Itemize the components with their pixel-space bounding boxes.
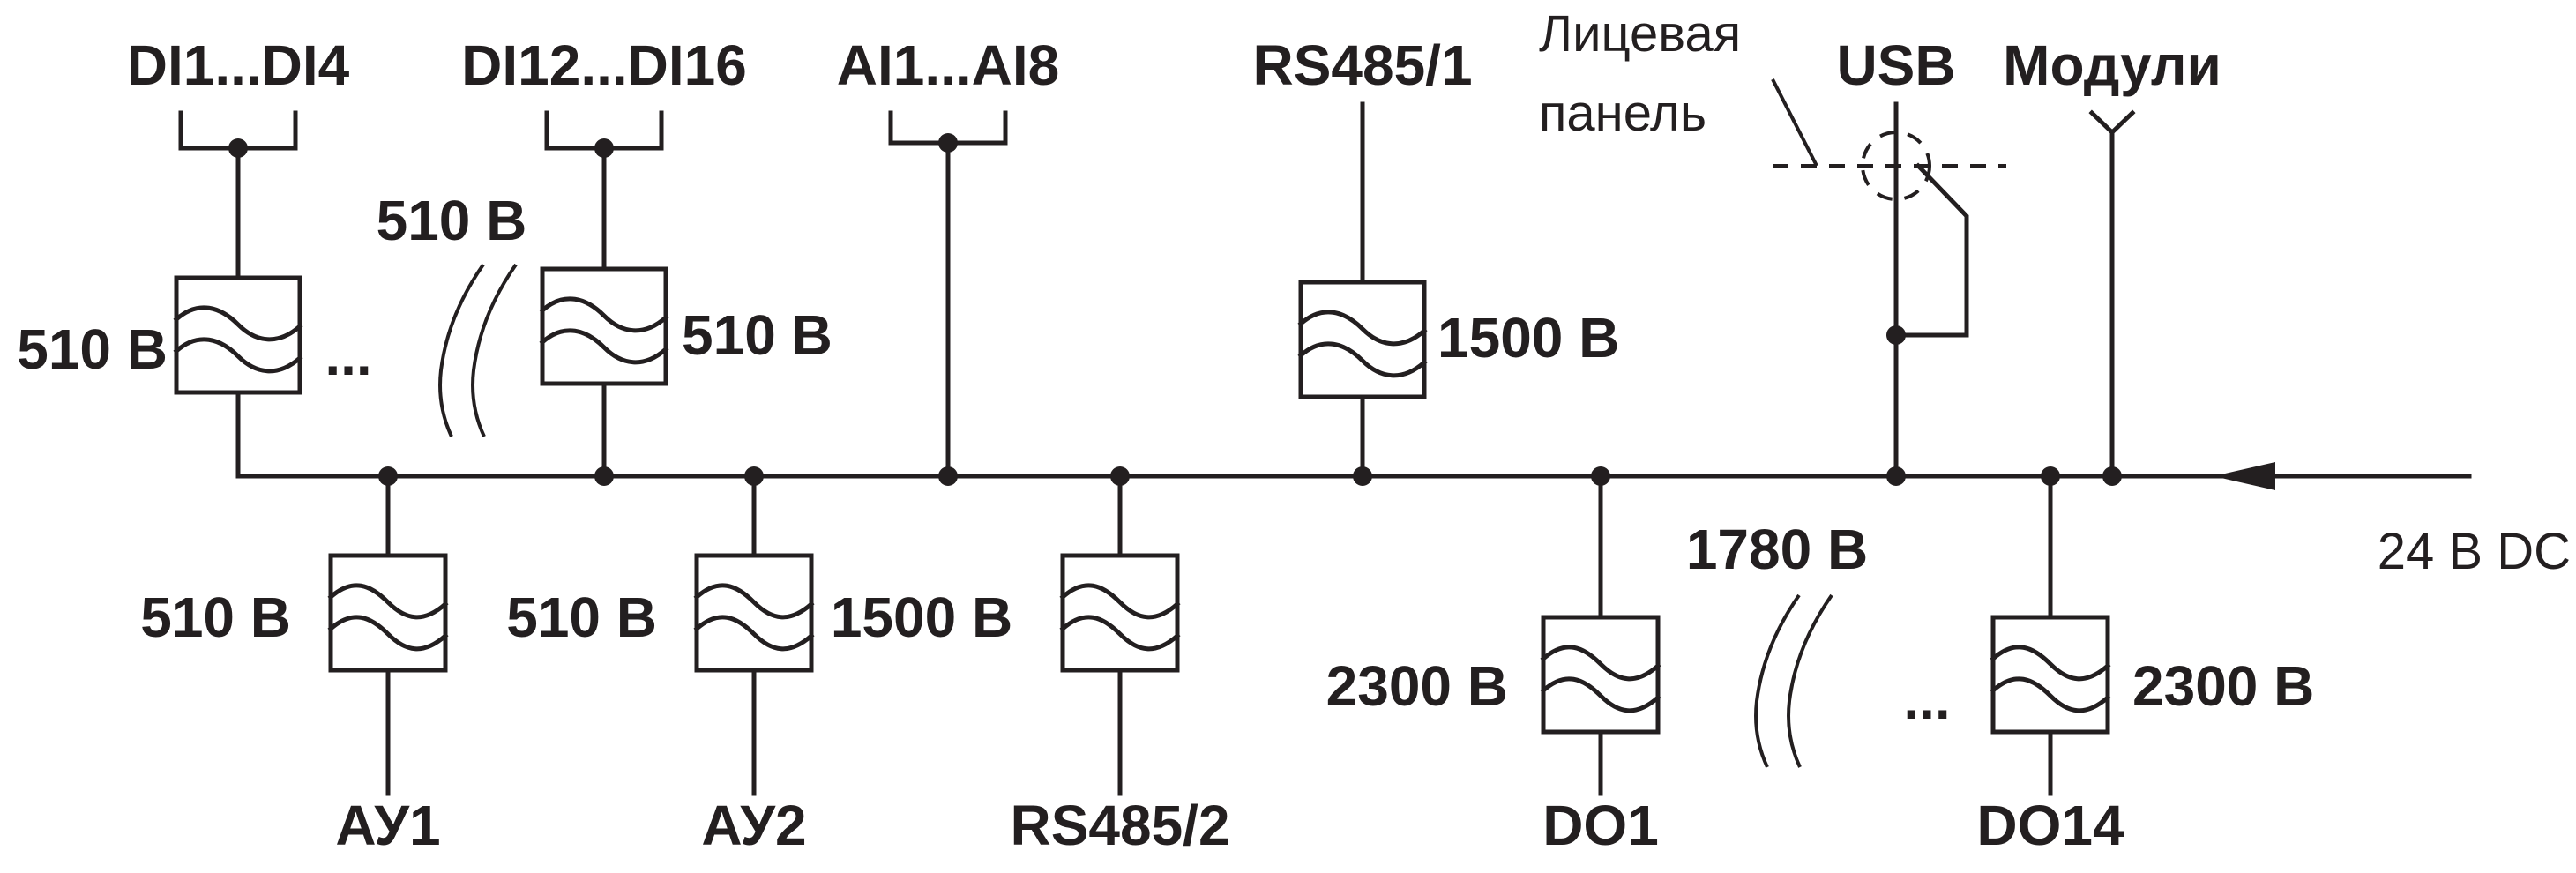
label-di1-di4: DI1...DI4 xyxy=(127,34,350,97)
voltage-do-between: 1780 В xyxy=(1686,518,1868,581)
label-do14: DO14 xyxy=(1976,794,2124,857)
modules-branch xyxy=(2088,109,2136,479)
ellipsis-top: ... xyxy=(325,324,371,387)
voltage-di-between: 510 В xyxy=(377,189,527,252)
do-isolation-gap xyxy=(1754,593,1833,768)
ellipsis-bottom: ... xyxy=(1903,668,1950,731)
label-ai1-ai8: AI1...AI8 xyxy=(837,34,1060,97)
usb-branch xyxy=(1771,78,2006,479)
label-di12-di16: DI12...DI16 xyxy=(461,34,747,97)
rs485-1-branch xyxy=(1297,101,1428,479)
do14-branch xyxy=(1990,474,2111,796)
label-rs485-1: RS485/1 xyxy=(1252,34,1472,97)
label-modules: Модули xyxy=(2003,34,2221,97)
isolation-barrier-rs485-2 xyxy=(1060,553,1180,673)
label-front-panel-1: Лицевая xyxy=(1539,5,1741,63)
isolation-barrier-di12-di16 xyxy=(540,266,668,386)
label-ay1: АУ1 xyxy=(335,794,440,857)
isolation-barrier-rs485-1 xyxy=(1298,280,1427,399)
label-rs485-2: RS485/2 xyxy=(1010,794,1229,857)
isolation-barrier-do1 xyxy=(1541,615,1661,735)
ai1-ai8-branch xyxy=(888,110,1008,479)
isolation-barrier-di1-di4 xyxy=(174,275,302,395)
isolation-barrier-do14 xyxy=(1990,615,2110,735)
rs485-2-branch xyxy=(1059,474,1181,796)
label-front-panel-2: панель xyxy=(1539,85,1706,142)
label-supply: 24 В DC xyxy=(2378,523,2571,580)
label-do1: DO1 xyxy=(1542,794,1659,857)
supply-arrow xyxy=(2214,462,2275,490)
ay2-branch xyxy=(693,474,815,796)
bus-junctions xyxy=(378,466,2122,486)
di1-di4-branch xyxy=(173,110,391,479)
ay1-branch xyxy=(327,474,449,796)
di12-di16-branch xyxy=(539,110,669,479)
label-usb: USB xyxy=(1836,34,1955,97)
do1-branch xyxy=(1540,474,1661,796)
label-ay2: АУ2 xyxy=(701,794,806,857)
voltage-ay2-rs485-2: 1500 В xyxy=(831,586,1012,649)
voltage-ay2: 510 В xyxy=(506,586,657,649)
voltage-di-right: 510 В xyxy=(682,303,833,367)
voltage-do1: 2300 В xyxy=(1326,654,1508,718)
voltage-di-left: 510 В xyxy=(17,317,168,381)
voltage-do14: 2300 В xyxy=(2132,654,2314,718)
di-isolation-gap xyxy=(438,263,518,437)
voltage-ay1: 510 В xyxy=(140,586,291,649)
voltage-rs485-1: 1500 В xyxy=(1437,306,1619,369)
isolation-barrier-ay2 xyxy=(694,553,814,673)
